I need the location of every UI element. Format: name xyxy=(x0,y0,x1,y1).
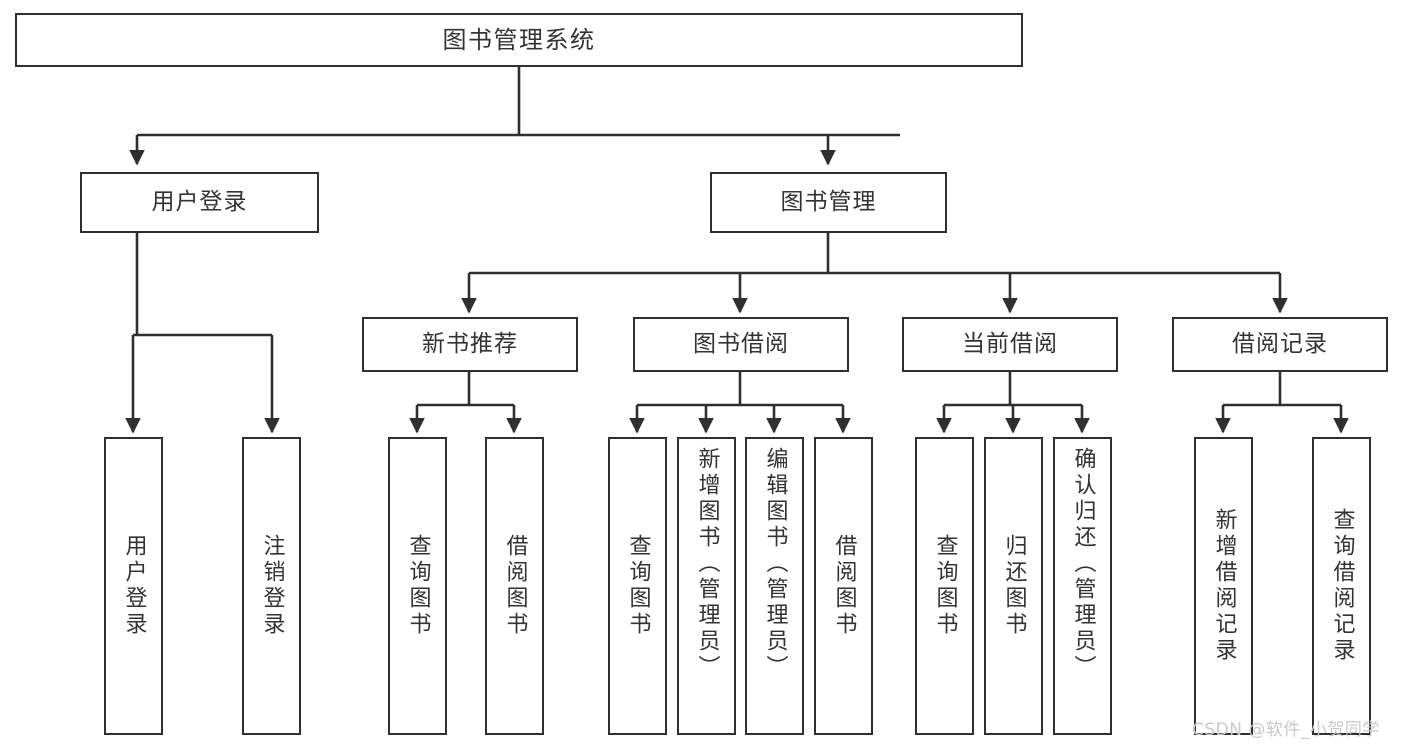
node-label: 用户登录 xyxy=(121,534,147,638)
leaf-user-login-login[interactable]: 用户登录 xyxy=(104,437,163,735)
leaf-new-book-borrow[interactable]: 借阅图书 xyxy=(485,437,544,735)
node-label: 编辑图书（管理员） xyxy=(762,447,788,681)
node-label: 图书管理 xyxy=(780,188,877,215)
node-new-book-recommend[interactable]: 新书推荐 xyxy=(362,317,578,372)
node-label: 借阅图书 xyxy=(831,534,857,638)
node-label: 注销登录 xyxy=(259,534,285,638)
leaf-book-borrow-borrow[interactable]: 借阅图书 xyxy=(814,437,873,735)
node-label: 图书借阅 xyxy=(693,330,789,357)
node-user-login[interactable]: 用户登录 xyxy=(80,172,319,233)
node-label: 图书管理系统 xyxy=(442,25,596,54)
node-label: 查询图书 xyxy=(625,534,651,638)
node-label: 新增借阅记录 xyxy=(1211,508,1237,664)
leaf-current-borrow-query[interactable]: 查询图书 xyxy=(915,437,974,735)
node-label: 新增图书（管理员） xyxy=(694,447,720,681)
leaf-borrow-record-query[interactable]: 查询借阅记录 xyxy=(1312,437,1371,735)
leaf-book-borrow-query[interactable]: 查询图书 xyxy=(608,437,667,735)
node-label: 查询借阅记录 xyxy=(1329,508,1355,664)
node-label: 查询图书 xyxy=(932,534,958,638)
node-label: 用户登录 xyxy=(151,188,248,215)
node-label: 归还图书 xyxy=(1001,534,1027,638)
node-label: 查询图书 xyxy=(405,534,431,638)
leaf-book-borrow-edit[interactable]: 编辑图书（管理员） xyxy=(745,437,804,735)
leaf-current-borrow-return[interactable]: 归还图书 xyxy=(984,437,1043,735)
csdn-watermark: CSDN @软件_小贺同学 xyxy=(1192,720,1380,740)
leaf-new-book-query[interactable]: 查询图书 xyxy=(388,437,447,735)
node-book-borrow[interactable]: 图书借阅 xyxy=(633,317,849,372)
node-label: 当前借阅 xyxy=(962,330,1058,357)
leaf-current-borrow-confirm-return[interactable]: 确认归还（管理员） xyxy=(1053,437,1112,735)
node-label: 确认归还（管理员） xyxy=(1070,447,1096,681)
node-borrow-record[interactable]: 借阅记录 xyxy=(1172,317,1388,372)
node-label: 借阅记录 xyxy=(1232,330,1328,357)
node-label: 新书推荐 xyxy=(422,330,518,357)
leaf-user-login-logout[interactable]: 注销登录 xyxy=(242,437,301,735)
leaf-book-borrow-add[interactable]: 新增图书（管理员） xyxy=(677,437,736,735)
node-current-borrow[interactable]: 当前借阅 xyxy=(902,317,1118,372)
node-book-management[interactable]: 图书管理 xyxy=(710,172,947,233)
node-label: 借阅图书 xyxy=(502,534,528,638)
leaf-borrow-record-add[interactable]: 新增借阅记录 xyxy=(1194,437,1253,735)
node-root-book-management-system[interactable]: 图书管理系统 xyxy=(15,13,1023,67)
